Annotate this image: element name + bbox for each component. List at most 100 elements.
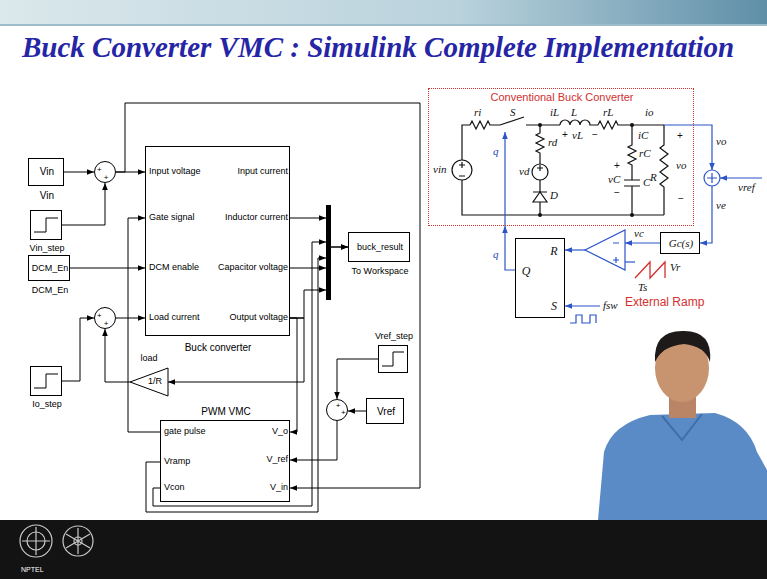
component-label: rC [639,148,651,159]
sign: + [97,312,102,320]
circuit-frame: Conventional Buck Converter [428,88,694,226]
junction-dot [630,213,634,217]
port-label: Vramp [164,457,190,466]
current-label: iL [550,107,559,118]
feedback-wire [664,125,712,170]
presenter-hair [655,331,710,362]
resistor-symbol [470,121,500,129]
bottom-bar [0,520,767,579]
polarity-sign: + [562,130,568,140]
polarity-sign: − [678,194,684,204]
block-name: load [140,354,157,363]
institute-logo [20,525,52,557]
signal-line [337,359,378,399]
signal-name: vref [738,182,755,193]
signal-line-segment [290,318,297,432]
signal-line [105,329,130,382]
clock-pulse-icon [570,315,596,323]
sign: + [341,409,346,417]
port-label: V_in [270,483,288,492]
step-block: Vin_step [30,210,62,240]
logo-text: NPTEL [21,566,44,573]
current-label: io [645,107,654,118]
slide-title: Buck Converter VMC : Simulink Complete I… [22,32,734,64]
latch-pin: S [551,300,557,312]
source-polarity [537,165,543,171]
signal-line-segment [116,318,145,319]
component-label: ri [474,107,481,118]
signal-line-segment [290,421,337,460]
port-label: Capacitor voltage [218,263,288,272]
block-name: DCM_En [32,286,69,295]
port-label: V_ref [266,455,288,464]
block-name: To Workspace [352,267,409,276]
ramp-waveform [635,262,665,278]
signal-line-segment [290,268,326,269]
junction-dots [538,123,634,217]
logo-ring [63,526,93,556]
compensator-box: Gc(s) [660,232,700,254]
component-label: L [571,107,577,118]
polarity-sign: − [592,130,598,140]
polarity-sign: + [614,161,620,171]
signal-name: q [493,146,499,157]
signal-line-segment [337,359,378,399]
sum-block: ++ [94,161,116,183]
signal-line-segment [146,258,326,512]
port-label: Load current [149,313,200,322]
step-icon [382,352,404,366]
sr-latch: R Q S [515,238,565,318]
control-loop [505,125,762,323]
ramp-wire [625,261,635,262]
signal-line [146,242,348,512]
component-label: rd [548,137,557,148]
step-icon [34,374,58,388]
amplitude-label: Vr [670,262,680,273]
transfer-function: Gc(s) [669,238,693,249]
sum-block: ++ [94,307,116,329]
wire [462,125,470,160]
block-name: Io_step [32,400,62,409]
latch-pin: R [550,245,557,257]
step-block: Vref_step [378,345,408,373]
signal-line [62,318,94,381]
presenter [598,331,767,520]
signal-line-segment [64,172,94,173]
latch-pin: Q [522,265,531,277]
signal-name: fsw [603,300,618,311]
sign: + [104,320,109,328]
current-label: iC [638,130,648,141]
ramp-caption: External Ramp [625,296,704,308]
component-label: C [643,177,650,188]
period-label: Ts [638,282,647,293]
block-name: PWM VMC [201,407,250,417]
signal-name: vo [716,136,726,147]
signal-name: ve [716,200,726,211]
diode-symbol [533,192,547,202]
block-value: DCM_En [32,264,69,273]
capacitor-symbol [624,180,640,215]
resistor-symbol [536,125,544,164]
subsystem-block: PWM VMCgate pulseVrampVconV_oV_refV_in [160,420,290,502]
component-label: S [510,107,516,118]
port-label: Input current [237,167,288,176]
logo-ring [74,537,82,545]
block-name: Vin [40,191,54,201]
block-value: 1/R [148,377,162,386]
nptel-logo [63,526,93,556]
signal-line [116,318,145,319]
signal-line-segment [290,290,326,318]
signal-name: vc [634,228,644,239]
comparator-signs [613,243,619,263]
voltage-label: vin [433,164,446,175]
component-label: rL [603,107,613,118]
step-block: Io_step [30,366,62,396]
comparator-symbol [585,230,625,270]
switch-symbol [500,117,560,125]
port-label: Output voltage [229,313,288,322]
signal-line-segment [70,268,145,269]
signal-line [70,268,145,269]
frame-title: Conventional Buck Converter [490,92,633,103]
